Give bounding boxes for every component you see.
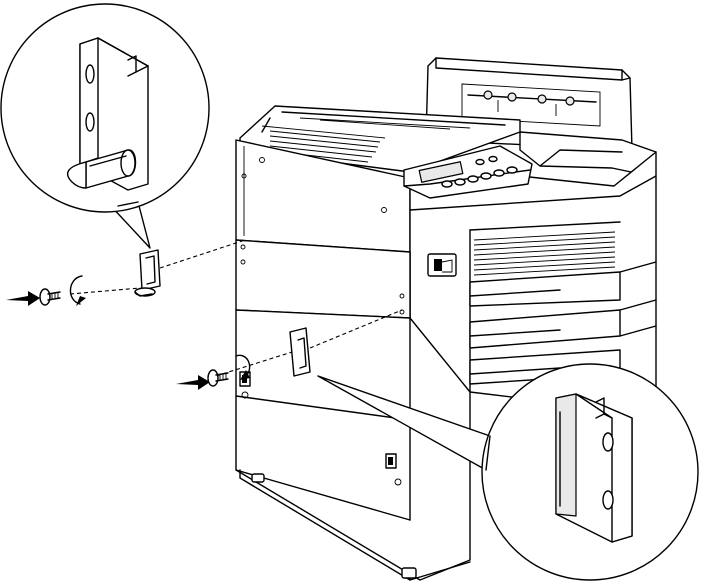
thumbscrew-icon [39,288,61,306]
feed-rollers [483,90,575,106]
clockwise-rotation-arrow-icon [235,354,251,380]
front-louvres [473,231,616,276]
flat-bracket-with-two-holes-icon [555,393,633,543]
caster-wheels [251,473,417,579]
printer-body [235,105,657,411]
power-switch-icon [427,253,457,277]
push-arrow-icon [176,375,210,390]
push-arrow-icon [6,291,40,306]
lower-bracket-installed [289,327,311,377]
bottom-magnified-callout [317,363,699,581]
alignment-guides [69,239,403,377]
mounting-bracket-with-guide-pin-icon [67,37,149,191]
upper-screw-assembly [6,275,86,306]
cassette-latch-right [385,453,402,486]
clockwise-rotation-arrow-icon [69,275,86,306]
upper-bracket-installed [134,249,161,297]
lower-cassette-unit [235,239,657,581]
thumbscrew-icon [207,369,229,387]
panel-buttons [441,155,518,188]
lcd-display [418,161,464,183]
lower-screw-assembly [176,354,251,390]
top-magnified-callout [0,3,210,249]
control-panel [403,145,533,199]
